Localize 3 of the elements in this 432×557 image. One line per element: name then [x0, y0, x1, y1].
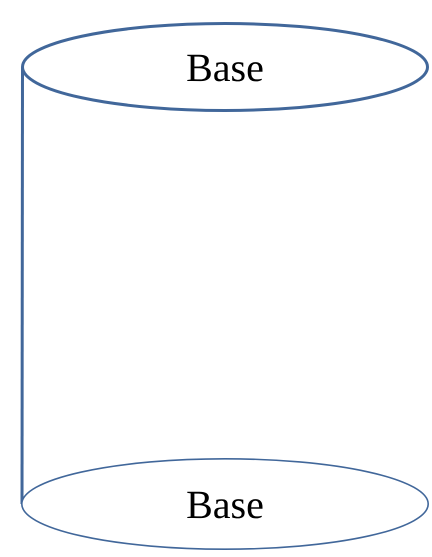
cylinder-side-line: [20, 67, 24, 504]
base-label: Base: [186, 44, 264, 90]
base-label: Base: [186, 480, 264, 528]
